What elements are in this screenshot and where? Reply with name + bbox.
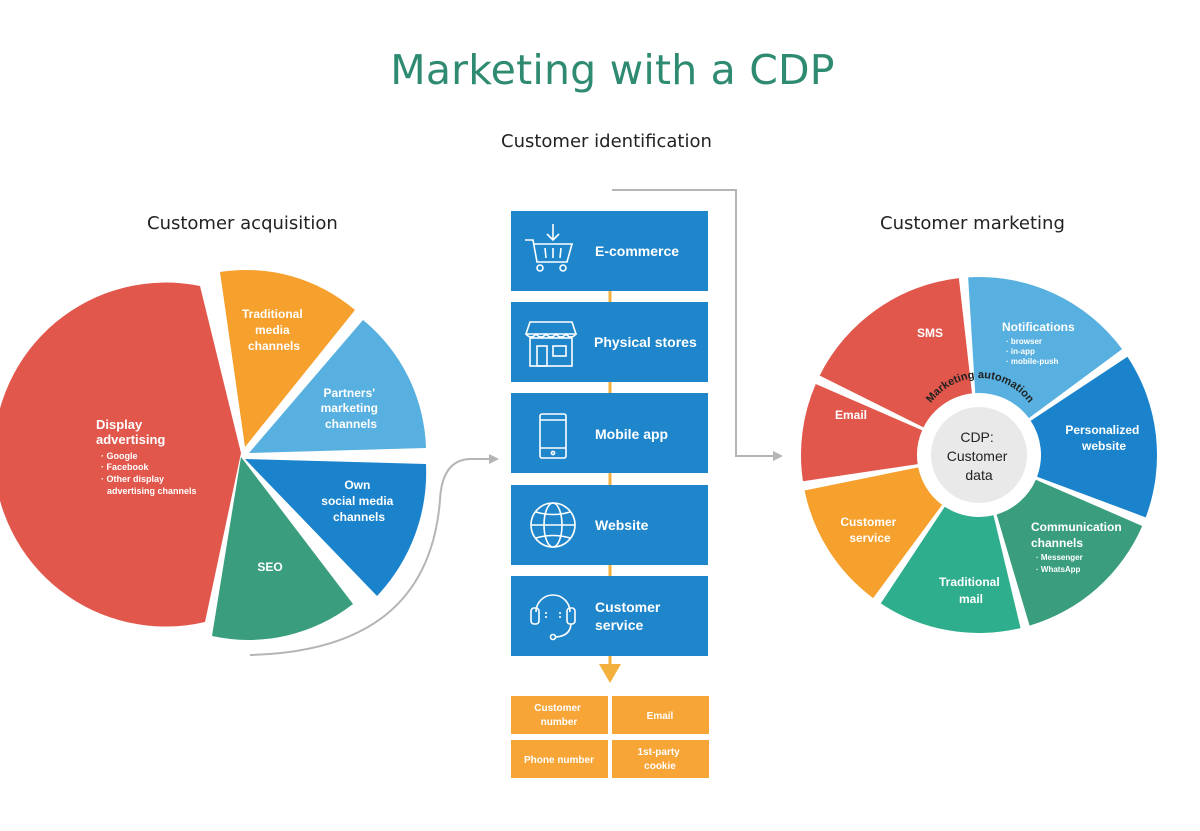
ring-segment-email[interactable]	[801, 384, 923, 482]
pie-slice-seo[interactable]	[212, 457, 353, 640]
ring-label-personalized-website: Personalized website	[1065, 423, 1142, 453]
headset-icon	[530, 594, 576, 641]
channel-box-mobile-app[interactable]: Mobile app	[511, 393, 708, 473]
channel-box-website[interactable]: Website	[511, 485, 708, 565]
ring-bullets-communication-channels: · Messenger · WhatsApp	[1036, 553, 1085, 574]
storefront-icon	[524, 321, 578, 367]
identifier-email: Email	[612, 696, 709, 734]
ring-label-sms: SMS	[917, 326, 943, 340]
ring-label-traditional-mail: Traditional mail	[939, 575, 1003, 606]
pie-slice-own-social-media[interactable]	[245, 459, 427, 596]
channel-box-customer-service[interactable]: Customer service	[511, 576, 708, 656]
pie-slice-display-advertising[interactable]	[0, 282, 241, 627]
globe-icon	[530, 502, 576, 548]
ring-label-notifications: Notifications	[1002, 320, 1075, 334]
partners-marketing-label: Partners' marketing channels	[321, 386, 382, 431]
svg-text:Email: Email	[647, 711, 674, 722]
channel-box-e-commerce[interactable]: E-commerce	[511, 211, 708, 291]
ring-segment-customer-service[interactable]	[804, 467, 943, 599]
heading-customer-acquisition: Customer acquisition	[147, 213, 338, 234]
ring-label-customer-service: Customer service	[840, 515, 899, 545]
connector-down-arrow	[599, 664, 621, 683]
ring-label-communication-channels: Communication channels	[1031, 520, 1125, 550]
ring-bullets-notifications: · browser · in-app · mobile-push	[1006, 337, 1059, 366]
identifier-customer-number: Customer number	[511, 696, 608, 734]
pie-slice-partners-marketing[interactable]	[249, 320, 426, 453]
channel-label: E-commerce	[595, 243, 679, 259]
traditional-media-label: Traditional media channels	[242, 307, 306, 353]
channel-label: Website	[595, 517, 649, 533]
channel-label: Physical stores	[594, 334, 697, 350]
identifier-phone-number: Phone number	[511, 740, 608, 778]
shopping-cart-icon	[525, 224, 574, 272]
heading-customer-identification: Customer identification	[501, 131, 712, 152]
identification-to-marketing-arrow	[612, 189, 783, 461]
svg-text:Phone number: Phone number	[524, 755, 594, 766]
own-social-media-label: Own social media channels	[321, 478, 396, 524]
identifier-first-party-cookie: 1st-party cookie	[612, 740, 709, 778]
channel-label: Mobile app	[595, 426, 668, 442]
ring-segment-traditional-mail[interactable]	[880, 506, 1021, 634]
acquisition-pie	[0, 269, 427, 640]
svg-text:1st-party cookie: 1st-party cookie	[637, 747, 682, 772]
smartphone-icon	[539, 413, 567, 459]
acquisition-to-identification-arrow	[249, 454, 499, 656]
ring-segment-sms[interactable]	[819, 278, 972, 428]
ring-label-email: Email	[835, 408, 867, 422]
ring-segment-personalized-website[interactable]	[1030, 356, 1157, 518]
display-advertising-bullets: · Google · Facebook · Other display adve…	[101, 451, 197, 496]
display-advertising-label: Display advertising	[96, 417, 165, 447]
seo-label: SEO	[257, 560, 282, 574]
channel-box-physical-stores[interactable]: Physical stores	[511, 302, 708, 382]
svg-text:Customer number: Customer number	[534, 703, 583, 728]
cdp-customer-data-circle[interactable]	[923, 399, 1035, 511]
pie-slice-traditional-media[interactable]	[220, 269, 355, 447]
heading-customer-marketing: Customer marketing	[880, 213, 1065, 234]
page-title: Marketing with a CDP	[390, 46, 835, 94]
ring-segment-communication-channels[interactable]	[996, 479, 1143, 626]
channel-label: Customer service	[595, 599, 664, 633]
marketing-ring	[801, 277, 1157, 634]
ring-segment-notifications[interactable]	[968, 277, 1123, 419]
cdp-center-label: CDP: Customer data	[947, 429, 1012, 483]
